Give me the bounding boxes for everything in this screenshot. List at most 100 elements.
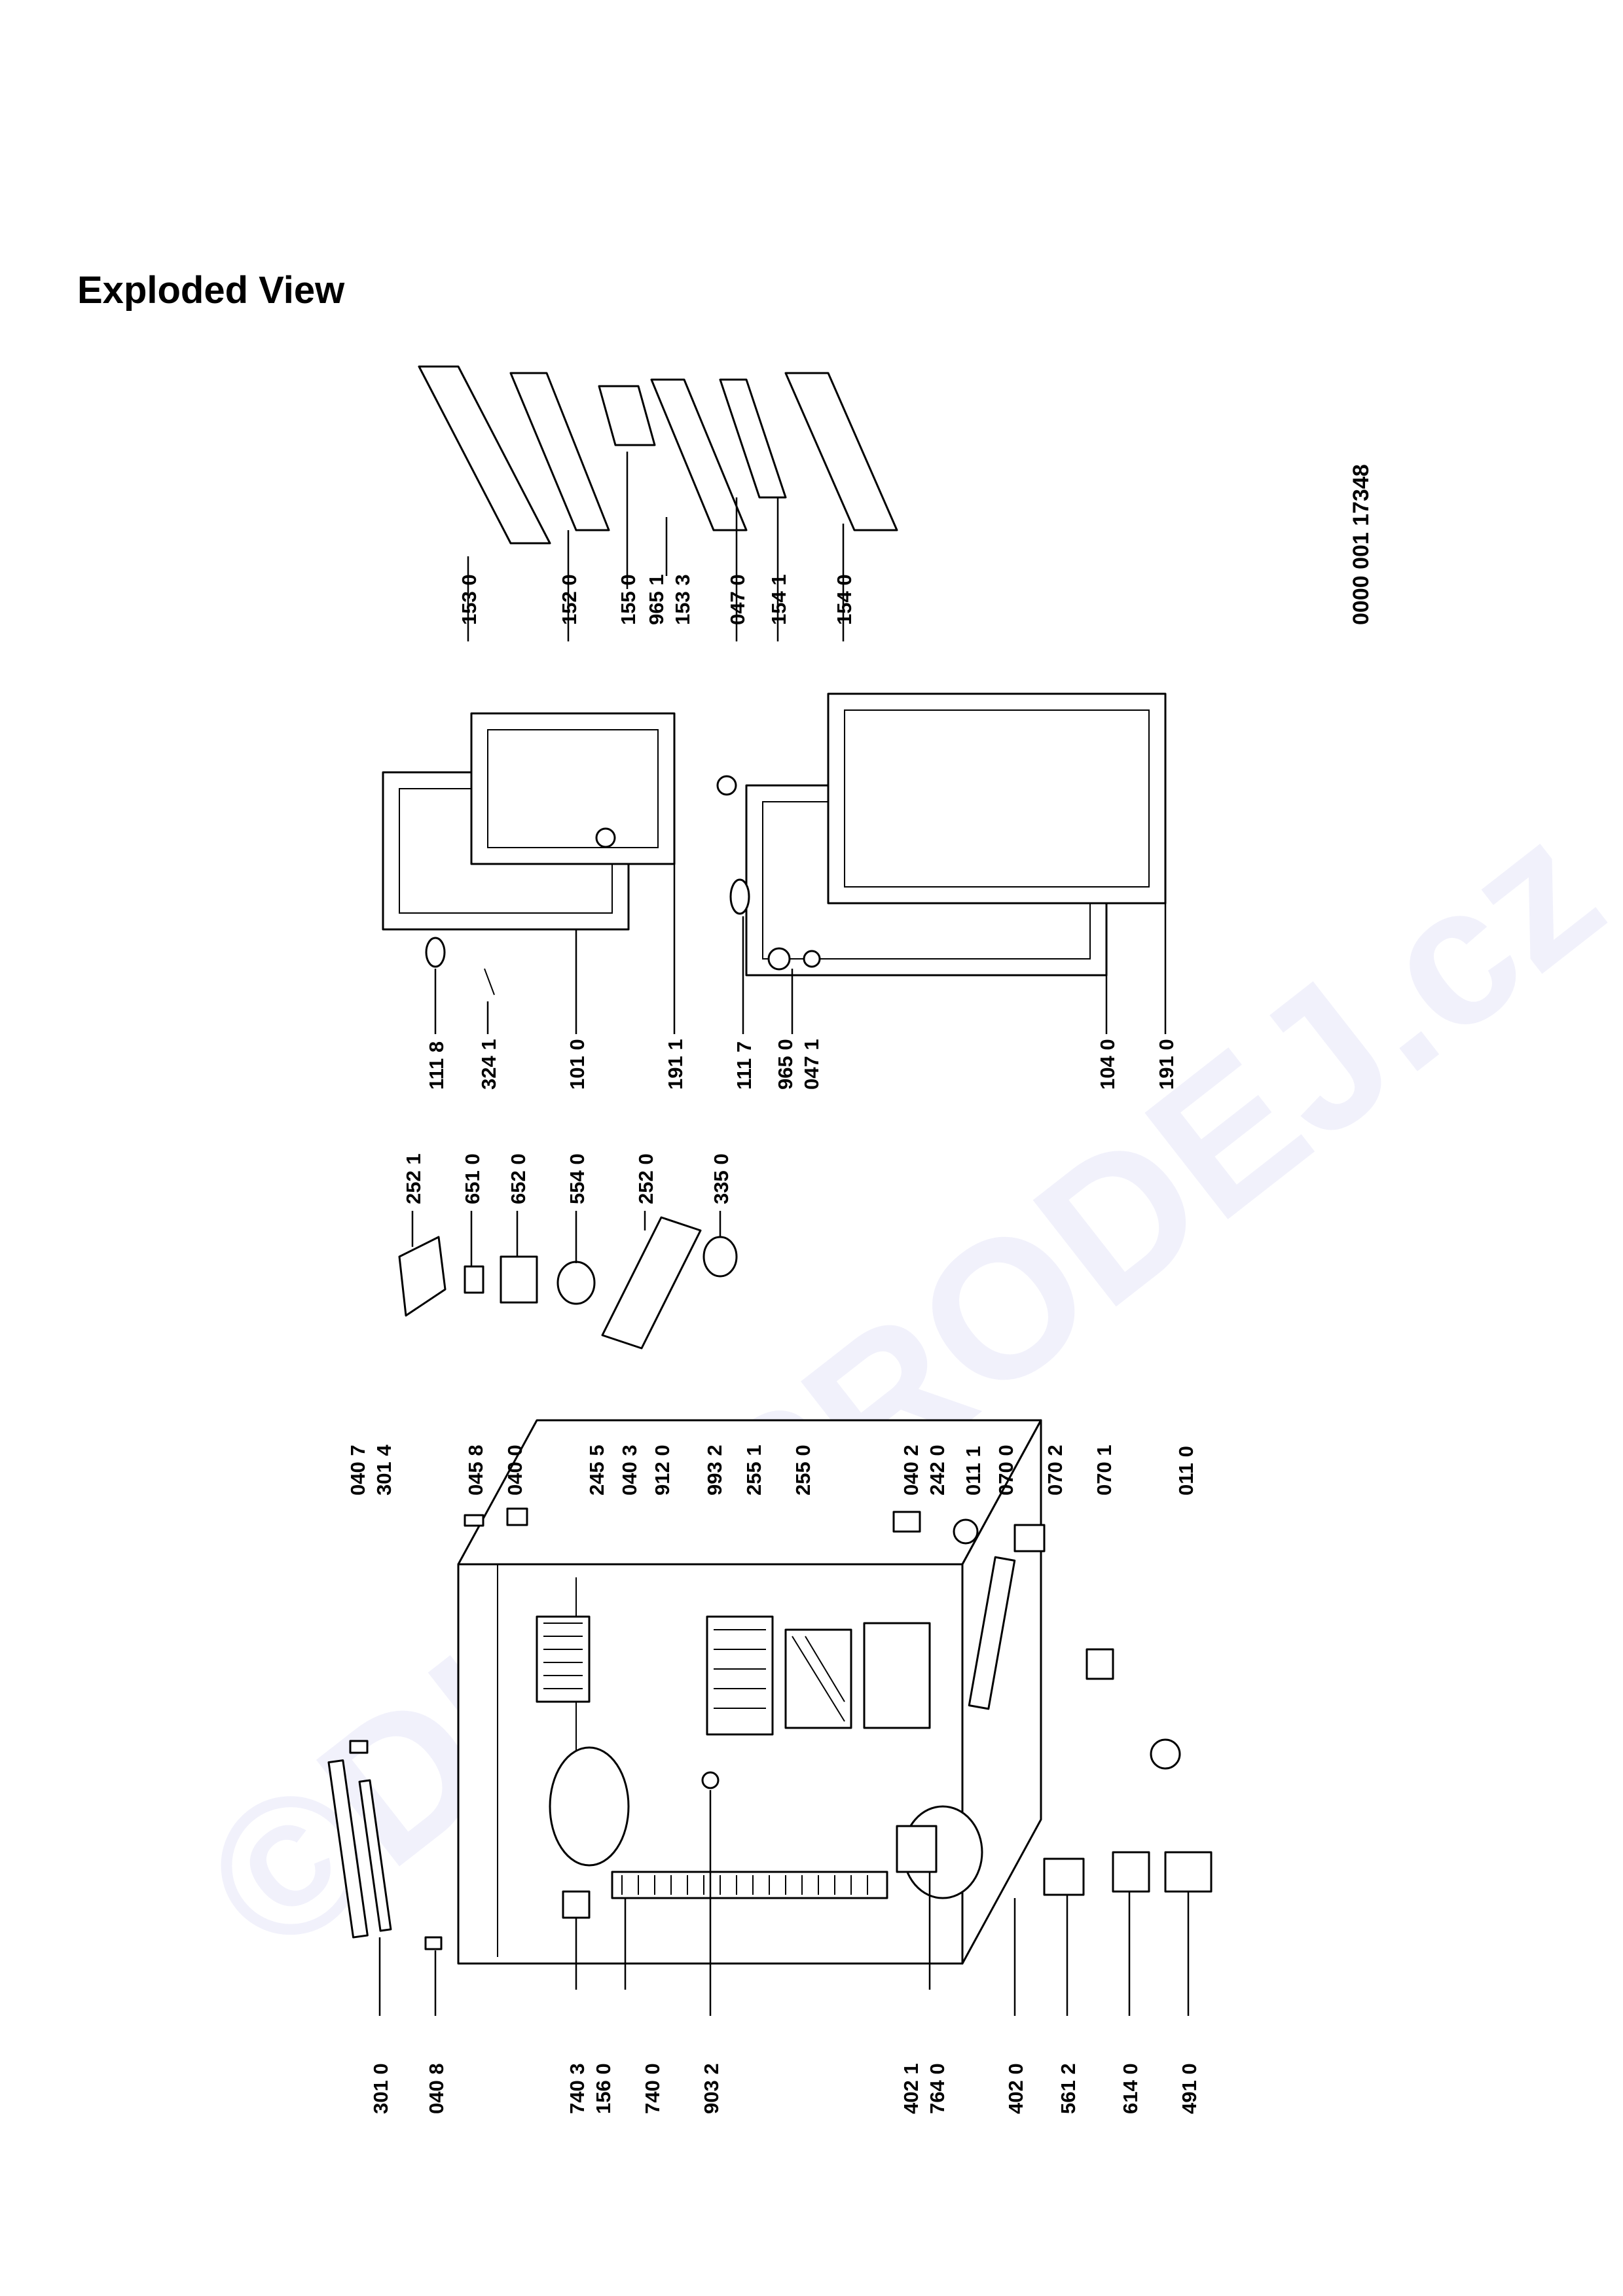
hinge-047-1 bbox=[803, 950, 821, 968]
label-301-0: 301 0 bbox=[369, 2063, 392, 2114]
label-255-0: 255 0 bbox=[792, 1444, 814, 1496]
shelf-152-0 bbox=[509, 372, 610, 531]
part-labels: 153 0 152 0 155 0 965 1 153 3 047 0 154 … bbox=[346, 464, 1374, 2114]
label-040-2: 040 2 bbox=[900, 1444, 922, 1496]
rail-070-0 bbox=[968, 1556, 1016, 1710]
label-047-1: 047 1 bbox=[800, 1039, 823, 1090]
label-652-0: 652 0 bbox=[507, 1153, 530, 1204]
door-shelves bbox=[418, 365, 898, 545]
label-614-0: 614 0 bbox=[1119, 2063, 1142, 2114]
pin-324-1 bbox=[484, 968, 495, 996]
label-912-0: 912 0 bbox=[651, 1444, 674, 1496]
label-155-0: 155 0 bbox=[617, 574, 640, 625]
compressor-relay bbox=[896, 1825, 938, 1873]
shelf-153-0 bbox=[418, 365, 551, 545]
egg-tray-inner bbox=[549, 1746, 630, 1867]
label-242-0: 242 0 bbox=[926, 1444, 949, 1496]
label-252-0: 252 0 bbox=[634, 1153, 657, 1204]
part-491-0 bbox=[1164, 1851, 1213, 1893]
label-045-8: 045 8 bbox=[464, 1444, 487, 1496]
handle-111-7 bbox=[729, 878, 750, 915]
fridge-gasket-191-0 bbox=[827, 692, 1167, 905]
cover-070-1 bbox=[1085, 1648, 1114, 1680]
label-740-0: 740 0 bbox=[641, 2063, 664, 2114]
end-cap-040-7 bbox=[349, 1740, 369, 1754]
label-070-1: 070 1 bbox=[1093, 1444, 1116, 1496]
label-111-7: 111 7 bbox=[733, 1041, 756, 1090]
thermostat-554-0 bbox=[556, 1261, 596, 1305]
label-335-0: 335 0 bbox=[710, 1153, 733, 1204]
label-191-0: 191 0 bbox=[1155, 1039, 1178, 1090]
label-554-0: 554 0 bbox=[566, 1153, 589, 1204]
label-402-1: 402 1 bbox=[900, 2063, 922, 2114]
label-111-8: 111 8 bbox=[425, 1041, 448, 1090]
doors bbox=[382, 692, 1167, 996]
evaporator-plates bbox=[536, 1615, 591, 1703]
label-324-1: 324 1 bbox=[477, 1039, 500, 1090]
label-740-3: 740 3 bbox=[566, 2063, 589, 2114]
label-491-0: 491 0 bbox=[1178, 2063, 1201, 2114]
trim-strip-301-0 bbox=[327, 1759, 369, 1939]
bracket-040-2 bbox=[892, 1511, 921, 1533]
part-561-2 bbox=[1043, 1857, 1085, 1896]
bracket-740-3 bbox=[562, 1890, 591, 1919]
label-040-8: 040 8 bbox=[425, 2063, 448, 2114]
label-252-1: 252 1 bbox=[402, 1153, 425, 1204]
label-101-0: 101 0 bbox=[566, 1039, 589, 1090]
knob-335-0 bbox=[702, 1236, 738, 1278]
drain-plug-903-2 bbox=[701, 1771, 720, 1789]
label-993-2: 993 2 bbox=[703, 1444, 726, 1496]
label-011-0: 011 0 bbox=[1175, 1446, 1197, 1496]
shelf-154-1 bbox=[719, 378, 787, 499]
label-011-1: 011 1 bbox=[962, 1446, 985, 1496]
label-402-0: 402 0 bbox=[1004, 2063, 1027, 2114]
document-number: 0000 001 17348 bbox=[1349, 464, 1374, 625]
label-156-0: 156 0 bbox=[592, 2063, 615, 2114]
label-153-0: 153 0 bbox=[458, 574, 481, 625]
switch-652-0 bbox=[500, 1255, 538, 1304]
label-191-1: 191 1 bbox=[664, 1039, 687, 1090]
trim-strip-301-4 bbox=[358, 1779, 392, 1932]
label-651-0: 651 0 bbox=[461, 1153, 484, 1204]
label-245-5: 245 5 bbox=[585, 1444, 608, 1496]
label-561-2: 561 2 bbox=[1057, 2063, 1080, 2114]
condenser bbox=[611, 1871, 888, 1899]
pin-045-8 bbox=[464, 1514, 484, 1527]
thermostat-parts bbox=[398, 1216, 738, 1350]
label-047-0: 047 0 bbox=[726, 574, 749, 625]
hinge-965-1 bbox=[595, 827, 616, 848]
label-764-0: 764 0 bbox=[926, 2063, 949, 2114]
label-040-0: 040 0 bbox=[503, 1444, 526, 1496]
hinge-070-2 bbox=[1013, 1524, 1046, 1552]
freezer-gasket-191-1 bbox=[470, 712, 676, 865]
leader-lines bbox=[378, 452, 1190, 2016]
label-154-0: 154 0 bbox=[833, 574, 856, 625]
thermostat-housing-252-0 bbox=[601, 1216, 702, 1350]
label-040-3: 040 3 bbox=[618, 1444, 641, 1496]
glass-shelves bbox=[706, 1615, 852, 1736]
label-154-1: 154 1 bbox=[767, 574, 790, 625]
label-152-0: 152 0 bbox=[558, 574, 581, 625]
thermostat-housing-252-1 bbox=[398, 1236, 447, 1317]
label-255-1: 255 1 bbox=[742, 1444, 765, 1496]
label-040-7: 040 7 bbox=[346, 1444, 369, 1496]
hinge-047-0 bbox=[716, 775, 737, 796]
foot-011-0 bbox=[1150, 1738, 1181, 1770]
label-965-1: 965 1 bbox=[645, 574, 668, 625]
foot-011-1 bbox=[953, 1518, 979, 1545]
label-070-0: 070 0 bbox=[994, 1444, 1017, 1496]
label-153-3: 153 3 bbox=[671, 574, 694, 625]
page-title: Exploded View bbox=[77, 269, 345, 312]
cabinet-illustration bbox=[327, 1419, 1213, 1965]
lamp-651-0 bbox=[464, 1265, 484, 1294]
label-104-0: 104 0 bbox=[1096, 1039, 1119, 1090]
hinge-040-0 bbox=[506, 1507, 528, 1526]
hinge-965-0 bbox=[767, 947, 791, 971]
label-965-0: 965 0 bbox=[774, 1039, 797, 1090]
label-070-2: 070 2 bbox=[1044, 1444, 1067, 1496]
label-903-2: 903 2 bbox=[700, 2063, 723, 2114]
part-614-0 bbox=[1112, 1851, 1150, 1893]
label-301-4: 301 4 bbox=[373, 1444, 395, 1496]
egg-tray-155-0 bbox=[598, 385, 656, 446]
